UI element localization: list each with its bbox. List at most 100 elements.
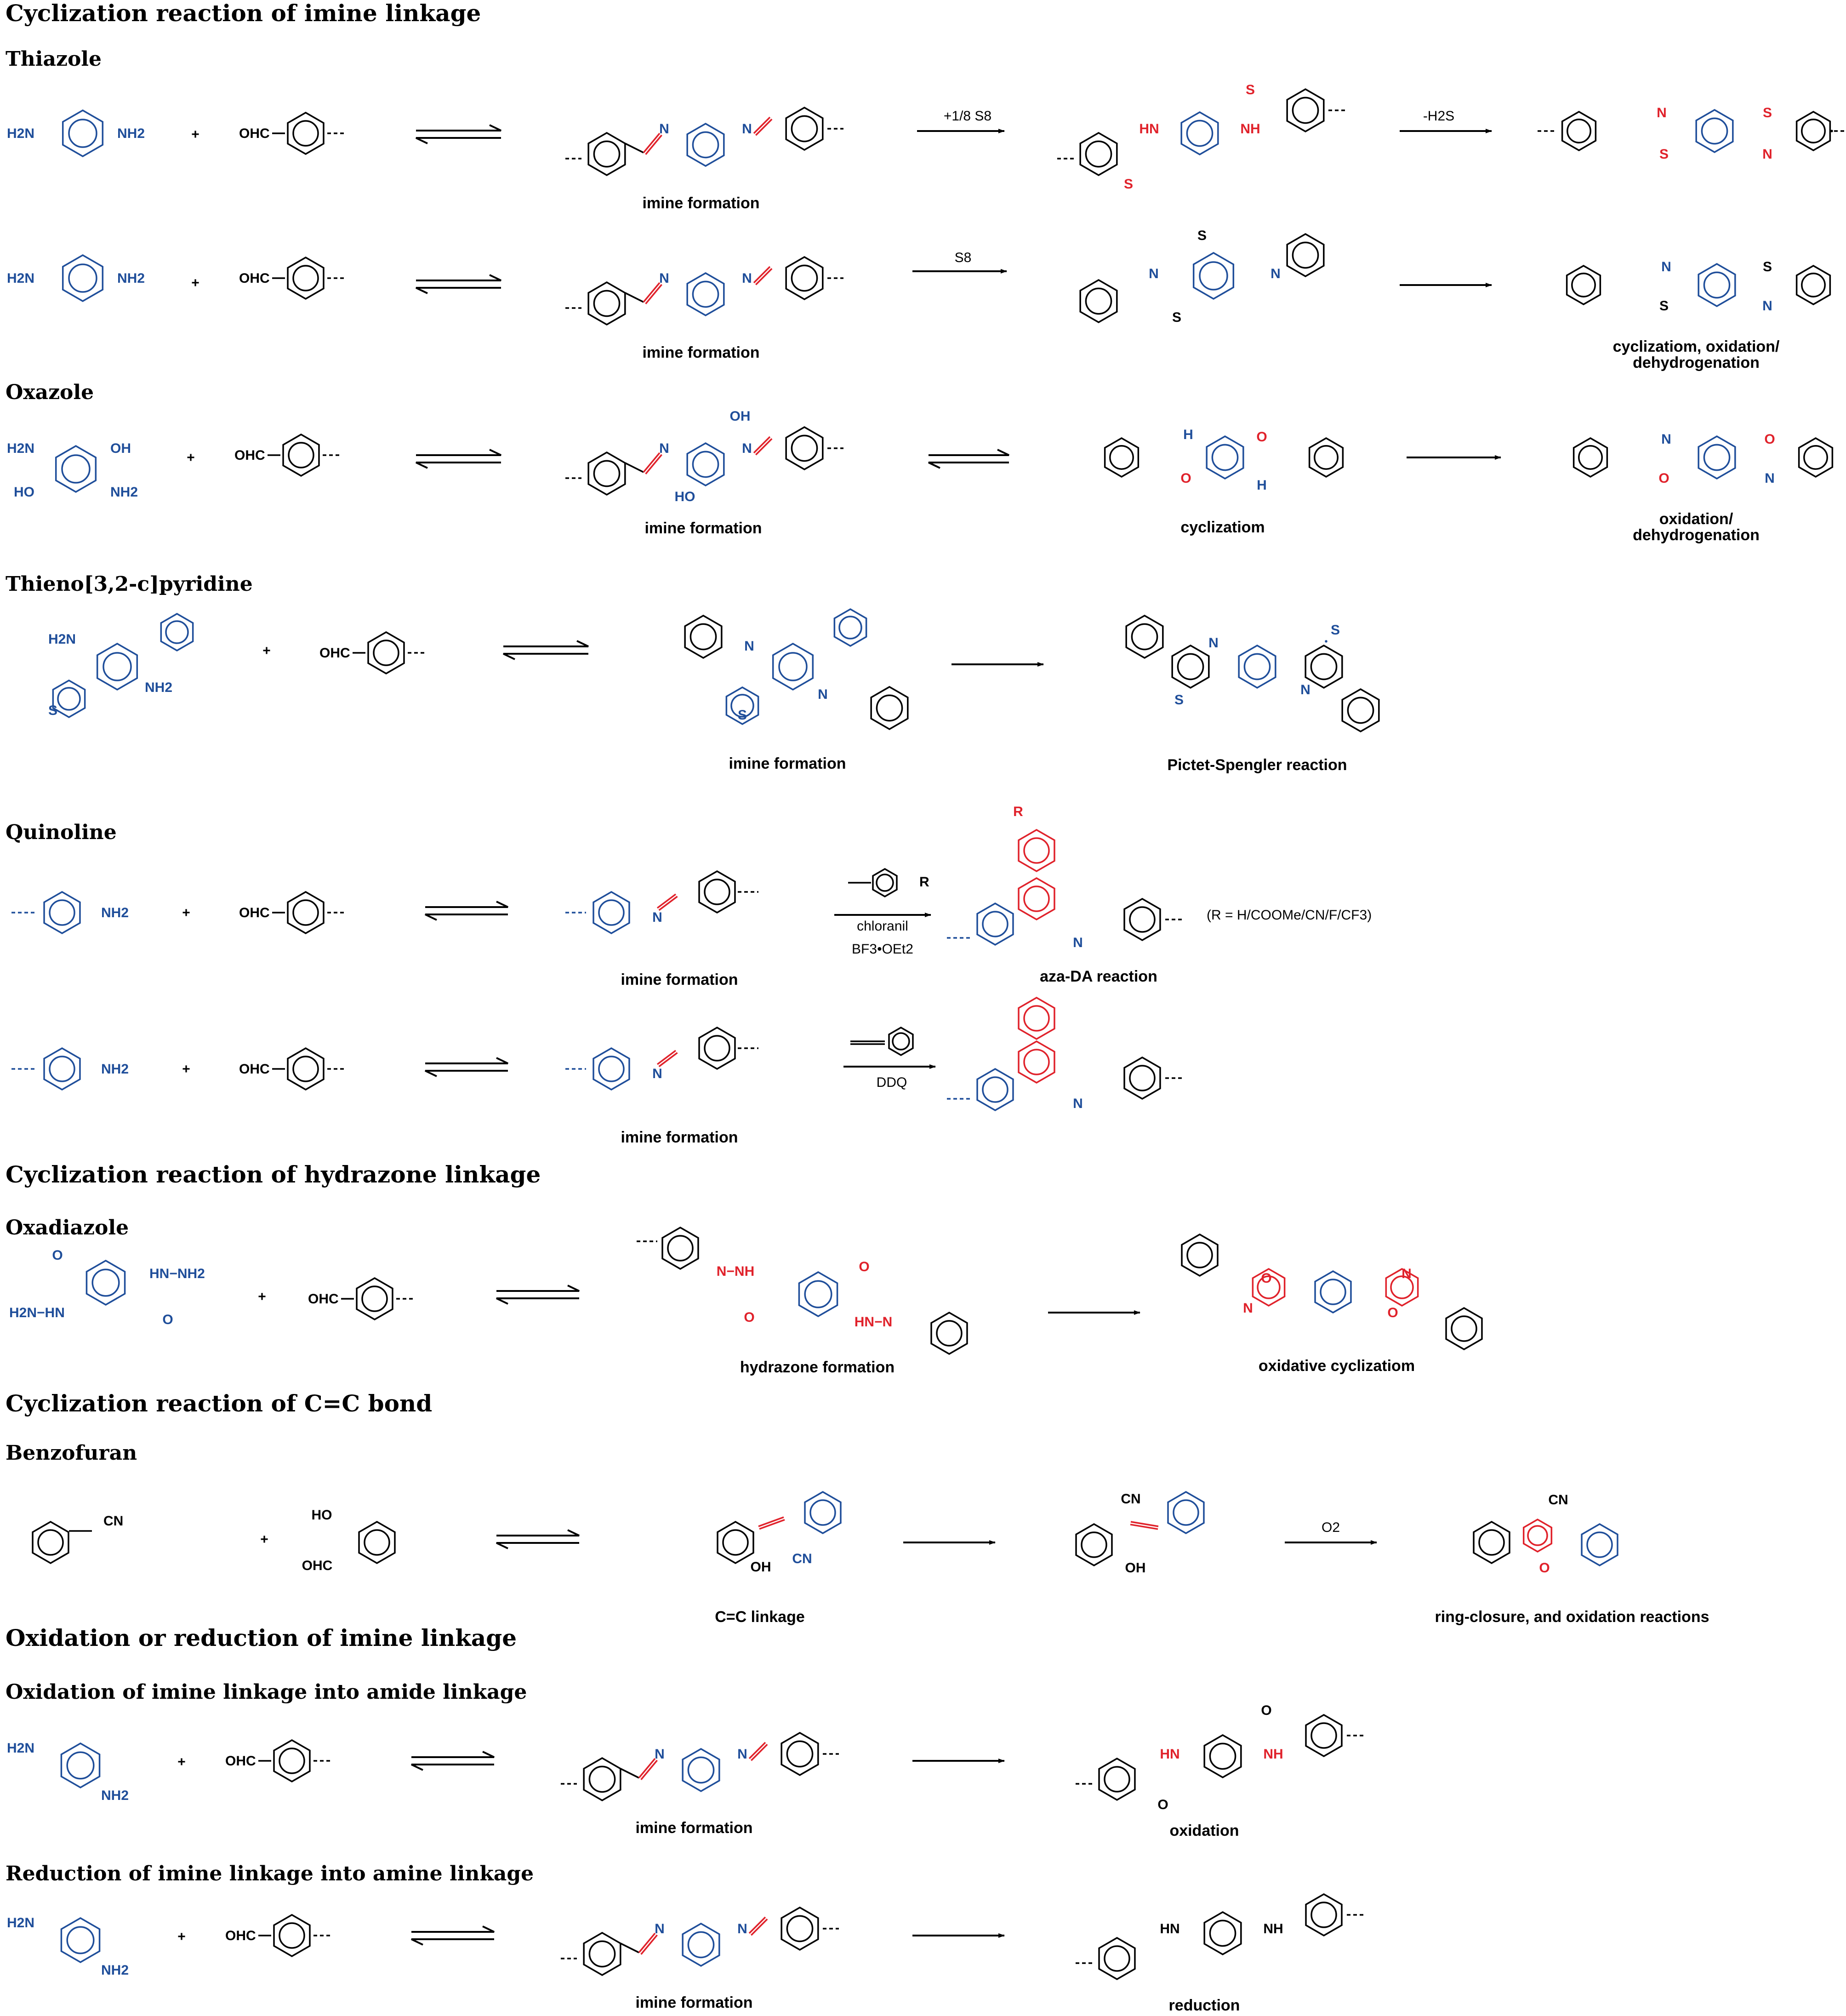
oxadiazole-oxygen: O <box>1387 1305 1398 1320</box>
caption-imine-formation: imine formation <box>644 520 762 537</box>
benzene-ring <box>358 1520 396 1565</box>
imine-double-bond <box>748 1742 768 1761</box>
caption-cyclization: cyclizatiom <box>1180 519 1265 536</box>
nitrile-label: CN <box>1548 1492 1568 1508</box>
benzene-ring <box>930 1311 968 1355</box>
aldehyde-label: OHC <box>319 645 350 661</box>
thiophene-ring <box>833 608 867 647</box>
hydrazone-label: N−NH <box>717 1264 755 1279</box>
hydrazone-label: HN−N <box>855 1314 893 1330</box>
plus-sign: + <box>191 275 199 291</box>
benzene-ring <box>1798 437 1834 478</box>
imine-nitrogen: N <box>1149 266 1159 281</box>
benzene-ring <box>583 1757 621 1802</box>
nitrile-label: CN <box>103 1513 123 1529</box>
caption-oxidation: oxidation/ <box>1659 510 1733 528</box>
benzene-ring <box>273 1913 311 1958</box>
imine-nitrogen: N <box>742 441 752 456</box>
subheading-red-amine: Reduction of imine linkage into amine li… <box>6 1862 534 1885</box>
benzene-ring <box>1098 1936 1136 1981</box>
phenylene-ring <box>686 442 725 487</box>
amine-label: H2N <box>7 1741 34 1756</box>
heading-hydrazone-cyclization: Cyclization reaction of hydrazone linkag… <box>6 1161 541 1188</box>
caption-pictet-spengler: Pictet-Spengler reaction <box>1167 756 1347 774</box>
equilibrium-arrow <box>416 124 501 144</box>
benzene-ring <box>1286 233 1325 278</box>
amine-label: H2N <box>7 1915 34 1930</box>
amine-label: NH2 <box>110 485 138 500</box>
benzene-ring <box>32 1520 69 1565</box>
benzene-ring <box>785 106 824 151</box>
thiolate-sulfur: S <box>1197 228 1207 243</box>
amine-label: H2N <box>7 126 34 141</box>
benzene-ring <box>1018 996 1055 1040</box>
subheading-thienopyridine: Thieno[3,2-c]pyridine <box>6 572 253 596</box>
oxazole-oxygen: O <box>1658 471 1669 486</box>
amide-nh: NH <box>1263 1747 1283 1762</box>
imine-double-bond <box>753 266 773 286</box>
imine-double-bond <box>748 1916 768 1936</box>
benzene-ring <box>798 1271 838 1318</box>
benzene-ring <box>684 614 723 659</box>
alkene-bond <box>1130 1521 1159 1530</box>
pyridine-ring <box>1305 644 1343 689</box>
thiophene-sulfur: S <box>48 703 57 718</box>
heading-cc-cyclization: Cyclization reaction of C=C bond <box>6 1390 432 1417</box>
imine-nitrogen: N <box>742 121 752 137</box>
benzene-ring <box>1325 640 1328 643</box>
amine-label: NH2 <box>101 1062 129 1077</box>
phenylene-ring <box>686 122 725 167</box>
furan-oxygen: O <box>1539 1560 1550 1576</box>
aldehyde-label: OHC <box>239 905 270 920</box>
fused-core-ring <box>1695 109 1734 154</box>
vinyl-bond <box>850 1040 885 1045</box>
quinoline-nitrogen: N <box>1073 1096 1083 1111</box>
imine-double-bond <box>656 1050 678 1068</box>
hydroxyl-label: OH <box>110 441 131 456</box>
benzene-ring <box>1123 897 1161 942</box>
r-group: R <box>919 874 929 890</box>
equilibrium-arrow <box>416 449 501 469</box>
phenylene-ring <box>682 1748 720 1793</box>
caption-oxidation: oxidation <box>1169 1822 1239 1839</box>
imine-nitrogen: N <box>659 121 669 137</box>
benzene-ring <box>1075 1523 1113 1567</box>
hydroxyl-label: HO <box>14 485 34 500</box>
pyridine-ring <box>1171 644 1210 689</box>
benzene-ring <box>870 685 909 731</box>
benzene-ring <box>593 1047 630 1091</box>
amine-nh: HN <box>1160 1921 1179 1936</box>
thiazole-sulfur: S <box>1763 259 1772 274</box>
carbonyl-oxygen: O <box>52 1248 63 1263</box>
thiophene-sulfur: S <box>738 708 747 723</box>
aldehyde-label: OHC <box>239 271 270 286</box>
thiophene-ring <box>160 612 194 652</box>
equilibrium-arrow <box>425 1057 508 1077</box>
caption-imine-formation: imine formation <box>635 1994 752 2011</box>
caption-dehydrogenation: dehydrogenation <box>1633 354 1760 371</box>
condition-h2s: -H2S <box>1423 109 1454 124</box>
benzene-ring <box>356 1277 393 1321</box>
bond <box>625 462 644 473</box>
fused-core-ring <box>1698 435 1736 480</box>
hydroxyl-label: HO <box>312 1508 332 1523</box>
amine-label: NH2 <box>101 1963 129 1978</box>
benzene-ring <box>781 1731 819 1776</box>
pyridine-nitrogen: N <box>1300 682 1310 697</box>
thio-sulfur: S <box>1124 177 1133 192</box>
imine-nitrogen: N <box>742 271 752 286</box>
caption-imine-formation: imine formation <box>642 194 759 212</box>
imine-nitrogen: N <box>659 271 669 286</box>
imine-double-bond <box>638 1758 658 1780</box>
benzene-ring <box>1286 88 1325 133</box>
heading-imine-cyclization: Cyclization reaction of imine linkage <box>6 0 481 27</box>
hydroxyl-label: OH <box>730 409 751 424</box>
benzene-ring <box>872 868 898 898</box>
aldehyde-label: OHC <box>239 1062 270 1077</box>
amine-label: H2N <box>7 441 34 456</box>
thiazole-nitrogen: N <box>1762 298 1772 314</box>
benzene-ring <box>1473 1520 1510 1565</box>
benzene-ring <box>1192 251 1235 300</box>
benzene-ring <box>785 426 824 471</box>
